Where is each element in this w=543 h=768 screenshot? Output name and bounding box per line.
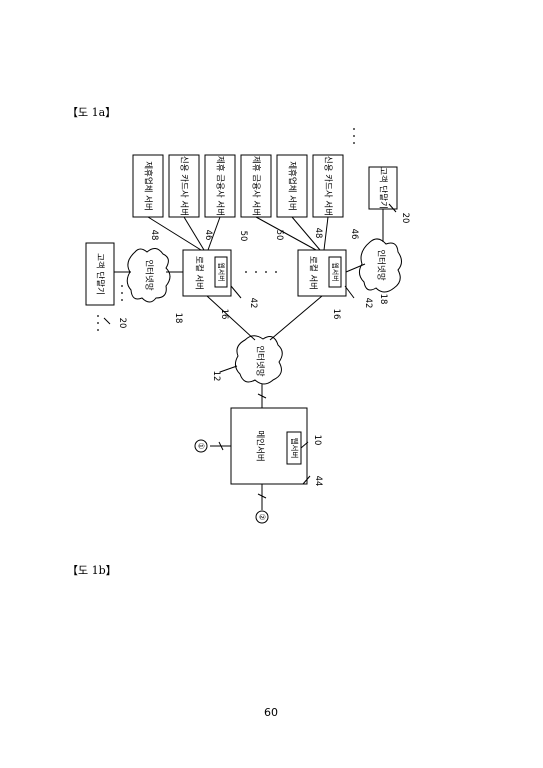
connector-1 (194, 439, 208, 453)
customer-terminal-right-label: 고객 단말기 (378, 167, 389, 209)
card-server-label-2: 신용 카드사 서버 (323, 156, 334, 216)
ref-50-b: 50 (274, 230, 284, 241)
ref-18-right: 18 (378, 294, 388, 305)
connector-1-label: ① (197, 442, 206, 449)
ref-48-a: 48 (149, 230, 159, 241)
main-server-webserver-label: 웹서버 (290, 438, 300, 459)
ref-44: 44 (313, 476, 323, 487)
network-cloud-right (358, 238, 402, 293)
ref-18-left: 18 (173, 313, 183, 324)
connector-2-label: ② (258, 513, 267, 520)
customer-terminal-left-box (85, 242, 115, 306)
local-server-right-label: 로컬 서버 (308, 256, 319, 290)
ref-16-right: 16 (331, 309, 341, 320)
ellipsis-dots (97, 128, 355, 331)
network-center-label: 인터넷망 (255, 345, 266, 376)
main-server-label: 메인서버 (255, 430, 266, 461)
network-left-label: 인터넷망 (144, 259, 155, 290)
ref-16-left: 16 (219, 309, 229, 320)
ref-46-b: 46 (349, 229, 359, 240)
ref-46-a: 46 (203, 230, 213, 241)
ref-12: 12 (211, 371, 221, 382)
ref-42-left: 42 (248, 298, 258, 309)
figure-label-1a: 【도 1a】 (67, 106, 117, 119)
partner-server-label-1: 제휴업체 서버 (143, 161, 154, 211)
local-server-right-webserver (328, 256, 342, 288)
card-server-label-1: 신용 카드사 서버 (179, 156, 190, 216)
network-cloud-left (126, 248, 171, 303)
ref-10: 10 (312, 435, 322, 446)
ref-50-a: 50 (238, 231, 248, 242)
local-server-left-label: 로컬 서버 (194, 256, 205, 290)
network-right-label: 인터넷망 (376, 249, 387, 280)
figure-label-1b: 【도 1b】 (67, 564, 117, 577)
ref-20-left: 20 (117, 318, 127, 329)
local-server-left-webserver (214, 256, 228, 288)
ref-42-right: 42 (363, 298, 373, 309)
finance-server-label-1: 제휴 금융사 서버 (215, 156, 226, 216)
network-cloud-center (234, 335, 283, 385)
connector-2 (255, 510, 269, 524)
finance-server-label-2: 제휴 금융사 서버 (251, 156, 262, 216)
partner-server-label-2: 제휴업체 서버 (287, 161, 298, 211)
customer-terminal-left-label: 고객 단말기 (95, 253, 106, 295)
page-number: 60 (264, 706, 278, 719)
ref-20-right: 20 (400, 213, 410, 224)
local-server-left-webserver-label: 웹서버 (217, 262, 226, 281)
local-server-right-webserver-label: 웹서버 (331, 262, 340, 281)
ref-48-b: 48 (313, 228, 323, 239)
